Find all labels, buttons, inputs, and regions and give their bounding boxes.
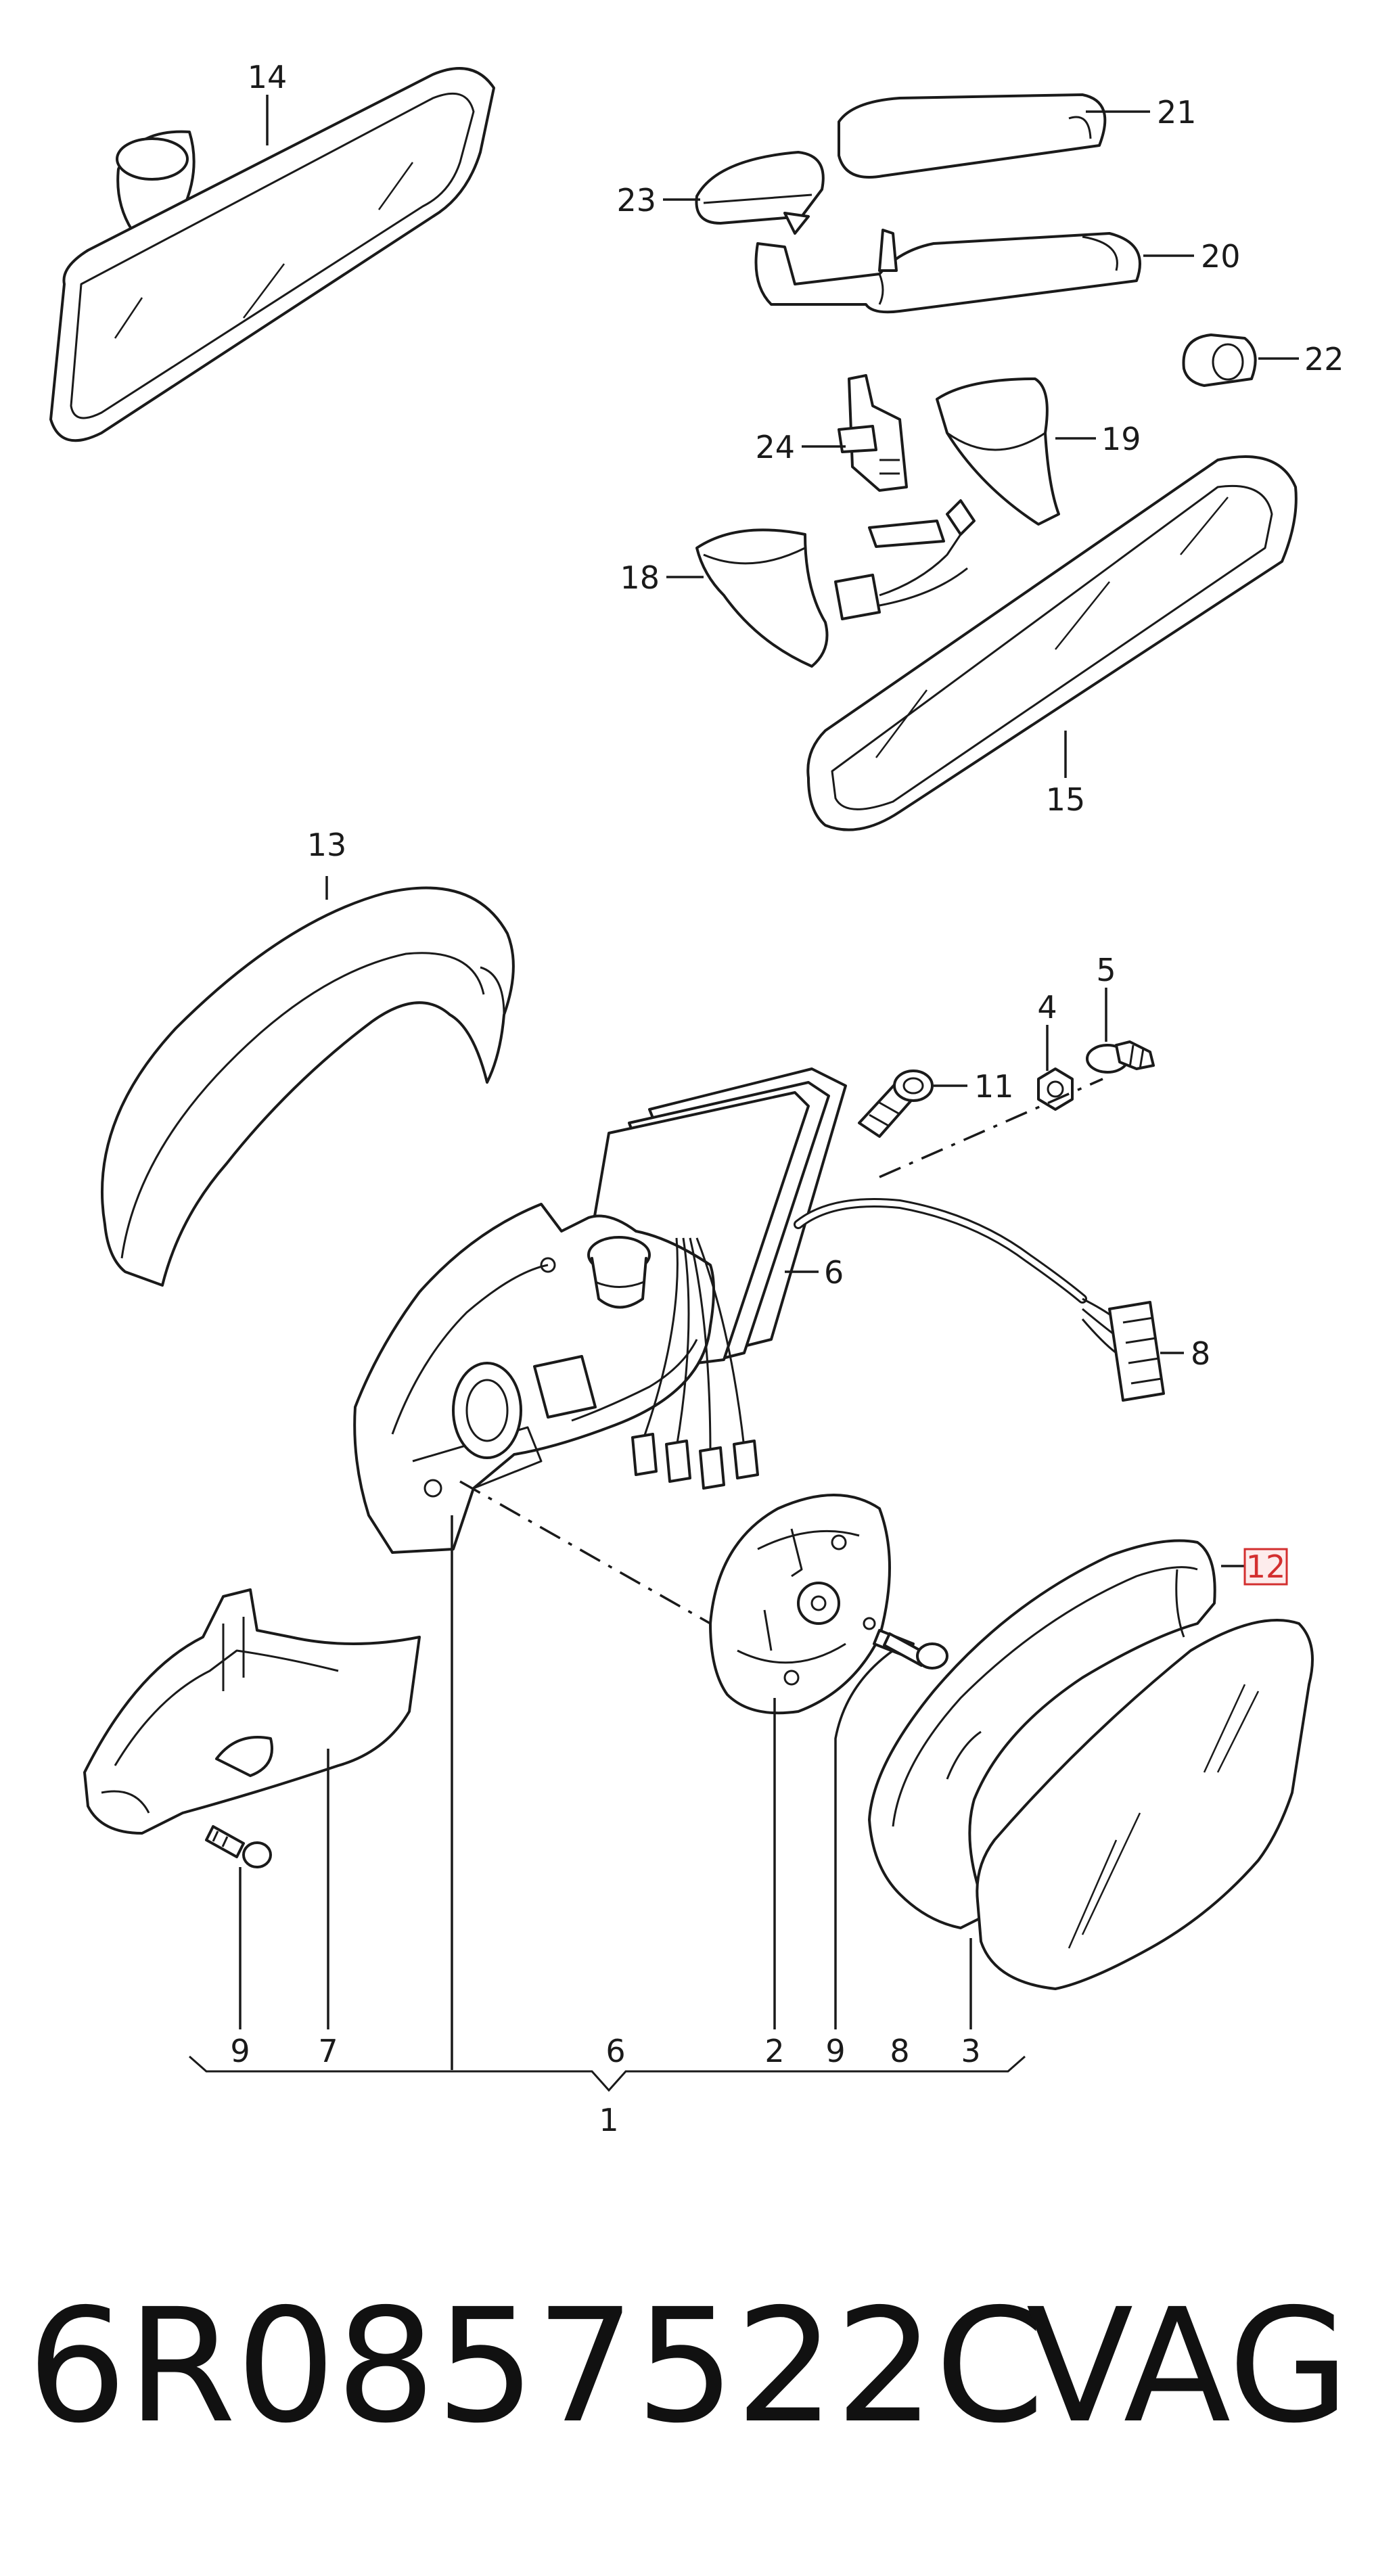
- cover-21: [838, 93, 1107, 179]
- callout-2: 2: [764, 2033, 784, 2069]
- callout-3: 3: [961, 2033, 980, 2069]
- lower-cover-7: [83, 1588, 421, 1835]
- callout-11: 11: [974, 1068, 1014, 1105]
- cover-18: [695, 528, 829, 668]
- callout-7: 7: [318, 2033, 338, 2069]
- callout-12: 12: [1246, 1548, 1286, 1585]
- callout-labels: 14 21 23 20 22 19 24 18 15 13 4 5 11 6 8…: [230, 59, 1344, 2138]
- interior-mirror-14: [49, 67, 495, 442]
- callout-20: 20: [1201, 238, 1241, 275]
- mirror-housing-3: [868, 1539, 1216, 1929]
- group-bracket: [189, 2055, 1026, 2092]
- callout-21: 21: [1157, 94, 1197, 131]
- callout-9-right: 9: [825, 2033, 845, 2069]
- callout-14: 14: [248, 59, 288, 95]
- callout-13: 13: [307, 827, 347, 863]
- base-wires: [631, 1237, 759, 1490]
- nut-4: [1037, 1067, 1074, 1111]
- callout-8-connector: 8: [1191, 1335, 1210, 1372]
- screw-9-left: [205, 1825, 272, 1868]
- callout-8-group: 8: [890, 2033, 909, 2069]
- cable-8: [794, 1198, 1117, 1354]
- callout-6-cable: 6: [824, 1254, 844, 1291]
- interior-mirror-15: [806, 455, 1298, 831]
- callout-18: 18: [620, 559, 660, 596]
- callout-6-group: 6: [605, 2033, 625, 2069]
- connector-8: [1108, 1301, 1165, 1402]
- callout-4: 4: [1037, 989, 1057, 1026]
- mirror-wiring: [834, 499, 976, 620]
- callout-9-left: 9: [230, 2033, 250, 2069]
- bolt-11: [858, 1070, 934, 1138]
- callout-15: 15: [1046, 781, 1086, 818]
- adjust-motor-2: [709, 1494, 891, 1715]
- part-number: 6R0857522C: [27, 2275, 1045, 2458]
- brand-label: VAG: [1026, 2275, 1350, 2458]
- clip-22: [1182, 334, 1257, 387]
- screw-9-right: [873, 1629, 948, 1670]
- sensor-housing-23: [695, 151, 825, 235]
- callout-12-highlight: [1243, 1548, 1288, 1586]
- callout-24: 24: [755, 429, 795, 465]
- mirror-base-1: [353, 1203, 715, 1554]
- connector-24: [838, 374, 908, 492]
- cover-19: [936, 377, 1060, 526]
- callout-19: 19: [1101, 421, 1141, 457]
- callout-5: 5: [1096, 952, 1116, 988]
- assembly-lines: [459, 1078, 1103, 1625]
- mirror-cap-13: [100, 886, 515, 1287]
- screw-5: [1086, 1040, 1155, 1074]
- callout-1: 1: [599, 2102, 618, 2138]
- mirror-glass-12: [976, 1619, 1314, 1990]
- mounting-bracket-20: [754, 229, 1141, 314]
- callout-23: 23: [616, 182, 656, 218]
- callout-22: 22: [1304, 341, 1344, 377]
